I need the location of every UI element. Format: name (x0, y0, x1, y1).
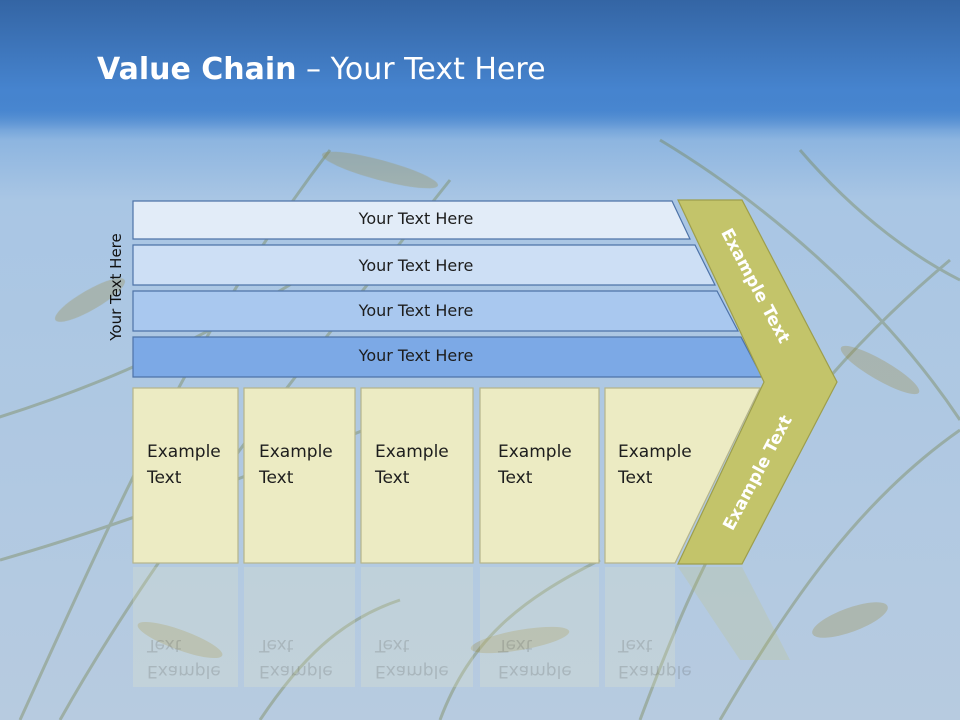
box-label-1: Example Text (147, 442, 221, 488)
box-2 (243, 387, 356, 564)
title-rest: – Your Text Here (296, 52, 546, 87)
box-label-3: Example Text (375, 442, 449, 488)
box-reflection-5 (605, 567, 675, 687)
box-3 (360, 387, 474, 564)
chevron-shape (677, 199, 838, 565)
box-reflection-1 (133, 567, 238, 687)
box-reflection-label-1: Example Text (147, 635, 221, 681)
box-reflection-label-2: Example Text (259, 635, 333, 681)
chevron-reflection (678, 567, 790, 660)
box-reflection-label-4: Example Text (498, 635, 572, 681)
box-label-4: Example Text (498, 442, 572, 488)
box-label-2: Example Text (259, 442, 333, 488)
row-bar-3 (132, 290, 739, 332)
title-bar (0, 0, 960, 130)
box-reflection-4 (480, 567, 599, 687)
box-reflection-2 (244, 567, 355, 687)
row-bar-2 (132, 244, 716, 286)
box-reflection-label-3: Example Text (375, 635, 449, 681)
box-4 (479, 387, 600, 564)
row-label-3: Your Text Here (358, 301, 474, 320)
row-label-4: Your Text Here (358, 346, 474, 365)
box-reflection-label-5: Example Text (618, 635, 692, 681)
row-bar-1 (132, 200, 691, 240)
box-reflection-3 (361, 567, 473, 687)
page-title: Value Chain – Your Text Here (97, 52, 546, 87)
box-1 (132, 387, 239, 564)
box-label-5: Example Text (618, 442, 692, 488)
row-label-2: Your Text Here (358, 256, 474, 275)
row-label-1: Your Text Here (358, 209, 474, 228)
title-bold: Value Chain (97, 52, 297, 87)
box-5 (604, 387, 761, 564)
